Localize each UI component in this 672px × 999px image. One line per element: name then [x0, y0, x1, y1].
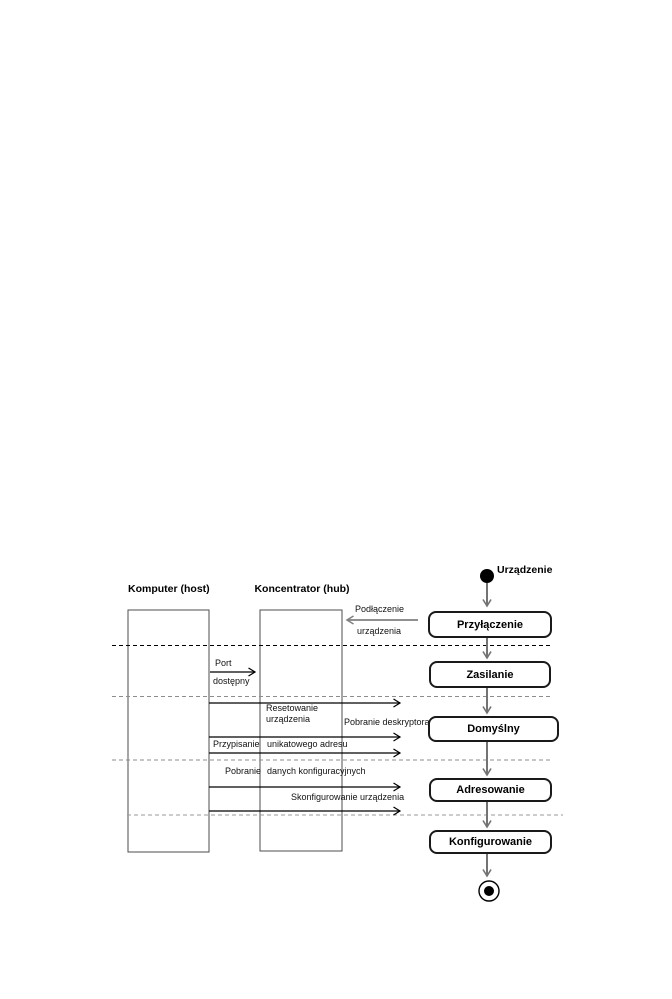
message-label-pobranie-deskryptora: Pobranie deskryptora	[344, 717, 430, 727]
message-label-port: Port	[215, 658, 232, 668]
lifeline-header-koncentrator: Koncentrator (hub)	[254, 583, 350, 595]
state-adresowanie: Adresowanie	[429, 778, 552, 802]
state-konfigurowanie-label: Konfigurowanie	[448, 836, 533, 848]
message-label-skonfigurowanie: Skonfigurowanie urządzenia	[291, 792, 405, 802]
message-label-pobranie: Pobranie	[225, 766, 262, 776]
initial-state-icon	[480, 569, 494, 583]
state-konfigurowanie: Konfigurowanie	[429, 830, 552, 854]
state-domyslny: Domyślny	[428, 716, 559, 742]
message-label-dostepny: dostępny	[213, 676, 250, 686]
device-label: Urządzenie	[497, 564, 553, 576]
lifeline-box-komputer	[127, 609, 210, 853]
message-label-resetowanie: Resetowanie urządzenia	[266, 703, 319, 724]
state-zasilanie-label: Zasilanie	[466, 668, 514, 681]
message-label-danych-konfiguracyjnych: danych konfiguracyjnych	[267, 766, 366, 776]
state-przylaczenie: Przyłączenie	[428, 611, 552, 638]
lifeline-header-komputer: Komputer (host)	[128, 583, 210, 595]
message-label-podlaczenie-line1: Podłączenie	[355, 604, 405, 614]
final-state-icon	[478, 880, 500, 902]
message-label-podlaczenie-line2: urządzenia	[357, 626, 402, 636]
message-label-przypisanie: Przypisanie	[213, 739, 260, 749]
message-label-unikatowego-adresu: unikatowego adresu	[267, 739, 348, 749]
state-domyslny-label: Domyślny	[467, 723, 520, 735]
lifeline-box-koncentrator	[259, 609, 343, 852]
state-adresowanie-label: Adresowanie	[456, 784, 525, 796]
state-przylaczenie-label: Przyłączenie	[456, 618, 524, 631]
state-zasilanie: Zasilanie	[429, 661, 551, 688]
